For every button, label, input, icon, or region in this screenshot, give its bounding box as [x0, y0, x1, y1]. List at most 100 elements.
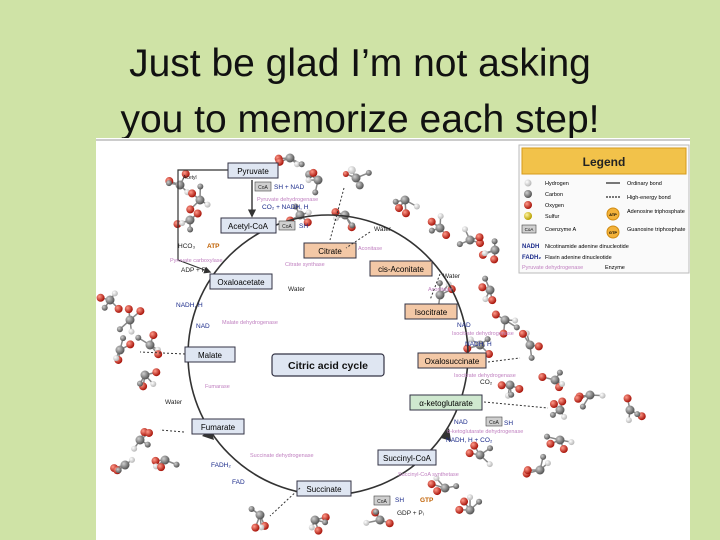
atom [513, 324, 520, 331]
atom [475, 450, 485, 460]
legend-enzyme-example: Pyruvate dehydrogenase [522, 265, 583, 271]
atom [585, 390, 595, 400]
atom [465, 505, 475, 515]
atom [136, 380, 143, 387]
atom [481, 250, 488, 257]
coa-tag: CoA [485, 416, 503, 427]
atom [305, 177, 312, 184]
metabolite-isocitrate-label: Isocitrate [415, 308, 448, 317]
legend-title: Legend [583, 155, 626, 169]
atom [525, 340, 535, 350]
metabolite-succinyl-coa-label: Succinyl-CoA [383, 454, 432, 463]
metabolite-oxaloacetate: Oxaloacetate [209, 273, 273, 290]
center-label-box [271, 353, 385, 377]
atom [485, 285, 495, 295]
metabolite-fumarate-label: Fumarate [201, 423, 236, 432]
cofactor-water-3: Water [288, 286, 306, 293]
metabolite-malate: Malate [184, 346, 236, 363]
atom [555, 405, 565, 415]
metabolite-pyruvate: Pyruvate [227, 162, 279, 179]
atom [549, 400, 558, 409]
cofactor-fadh2: FADH₂ [211, 462, 231, 469]
atom [347, 166, 356, 175]
cofactor-water-1: Water [374, 226, 392, 233]
atom [546, 439, 555, 448]
atom [625, 405, 635, 415]
metabolite-acetyl-coa: Acetyl-CoA [220, 217, 277, 234]
atom [251, 523, 260, 532]
cofactor-sh-nad: SH + NAD [274, 184, 304, 191]
atom [255, 510, 265, 520]
legend-atp-swatch [606, 207, 620, 221]
coa-tag: CoA [278, 220, 296, 231]
atom [433, 487, 442, 496]
atom [623, 394, 632, 403]
coa-tag-label: CoA [489, 420, 499, 426]
atom [515, 384, 524, 393]
legend-sulfur-swatch [524, 212, 532, 220]
legend-atp-swatch-label: ATP [609, 212, 617, 217]
atom [258, 524, 265, 531]
atom [512, 317, 519, 324]
atom [173, 461, 180, 468]
enzyme-succinate-dehydrogenase: Succinate dehydrogenase [250, 453, 314, 459]
cofactor-sh-2: SH [504, 420, 513, 427]
legend-ordinary-bond: Ordinary bond [627, 181, 662, 187]
atom [305, 209, 312, 216]
legend-title-bar [521, 147, 687, 175]
atom [505, 380, 515, 390]
atom [125, 315, 135, 325]
atom [150, 381, 157, 388]
coa-tag-label: CoA [258, 185, 268, 191]
atom [440, 483, 450, 493]
atom [152, 368, 161, 377]
atom [549, 411, 556, 418]
cofactor-nad-malate: NAD [196, 323, 210, 330]
metabolite-oxalosuccinate-label: Oxalosuccinate [425, 357, 480, 366]
legend: Legend Hydrogen Carbon Oxygen Sulfur CoA… [518, 144, 690, 274]
atom [558, 397, 567, 406]
legend-hydrogen-swatch [524, 179, 532, 187]
atom [427, 217, 436, 226]
cycle-arrowhead [441, 428, 451, 441]
atom [285, 153, 295, 163]
metabolite-acetyl-coa-label: Acetyl-CoA [228, 222, 269, 231]
atom [394, 204, 403, 213]
enzyme-citrate-synthase: Citrate synthase [285, 262, 325, 268]
atom [540, 453, 547, 460]
cofactor-gtp: GTP [420, 497, 434, 504]
molecule-models [96, 153, 646, 535]
legend-coenzyme-a: Coenzyme A [545, 227, 577, 233]
atom [453, 483, 460, 490]
atom [482, 296, 489, 303]
coa-tag-label: CoA [377, 499, 387, 505]
atom [559, 380, 566, 387]
legend-adenosine-tp: Adenosine triphosphate [627, 209, 685, 215]
enzyme-malate-dehydrogenase: Malate dehydrogenase [222, 320, 278, 326]
atom [186, 205, 195, 214]
atom [294, 161, 301, 168]
atom [355, 181, 364, 190]
dashed-connector [429, 273, 441, 301]
cofactor-gdp-pi: GDP + Pᵢ [397, 510, 424, 517]
atom [308, 524, 315, 531]
metabolite-cis-aconitate: cis-Aconitate [369, 260, 433, 277]
atom [535, 465, 545, 475]
legend-gtp-swatch [606, 225, 620, 239]
cofactor-adp-pi: ADP + Pᵢ [181, 267, 207, 274]
enzyme-isocitrate-dehydrogenase-2: Isocitrate dehydrogenase [454, 373, 516, 379]
atom [197, 183, 204, 190]
dashed-connector [345, 231, 371, 249]
metabolite-citrate: Citrate [303, 242, 357, 259]
legend-gtp-swatch-label: GTP [609, 230, 618, 235]
atom [188, 189, 197, 198]
enzyme-succinyl-coa-synthetase: Succinyl-CoA synthetase [398, 472, 459, 478]
cofactor-sh: SH [299, 223, 308, 230]
legend-oxygen-swatch [524, 201, 532, 209]
atom [151, 456, 160, 465]
legend-carbon: Carbon [545, 192, 563, 198]
atom [116, 326, 123, 333]
atom [543, 433, 550, 440]
atom [128, 456, 135, 463]
metabolite-fumarate: Fumarate [191, 418, 245, 435]
